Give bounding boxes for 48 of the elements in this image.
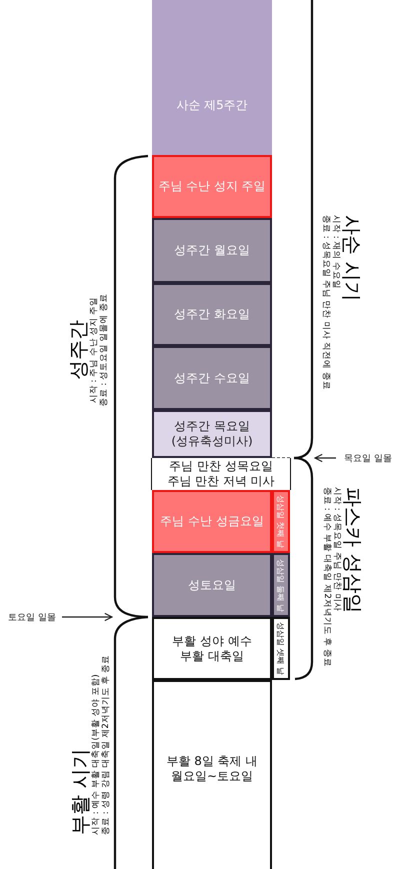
day-box (152, 458, 290, 490)
time-label: 목요일 일몰 (344, 452, 392, 464)
day-label: 부활 8일 축제 내 월요일~토요일 (165, 754, 259, 784)
day-label: 성삼일 셋째 날 (276, 622, 286, 676)
week-box (152, 218, 272, 283)
period-note: 시작 : 재의 수요일 (331, 215, 341, 289)
day-label: 주님 수난 성금요일 (159, 514, 265, 529)
week-box (152, 0, 272, 155)
week-box (152, 346, 272, 410)
day-label: 성주간 수요일 (173, 370, 251, 386)
period-note: 시작 : 예수 부활 대축일(부활 성야 포함) (91, 674, 101, 835)
day-label: 사순 제5주간 (175, 98, 249, 113)
week-box (152, 490, 272, 553)
day-label: 성삼일 첫째 날 (276, 494, 286, 548)
arrow (62, 612, 113, 622)
period-title: 부활 시기 (69, 748, 91, 835)
day-box (152, 680, 272, 869)
arrow (314, 454, 336, 462)
bracket (294, 0, 314, 460)
period-note: 종료 : 성령 강림 대축일 제2저녁기도 후 종료 (101, 654, 111, 835)
day-label: 부활 성야 예수 부활 대축일 (171, 634, 253, 664)
week-box (152, 155, 272, 218)
triduum-day-box (272, 553, 290, 617)
period-title: 사순 시기 (341, 215, 363, 302)
period-title: 성주간 (67, 320, 89, 380)
bracket (114, 616, 148, 869)
period-note: 시작 : 성목요일 주님 만찬 미사 (332, 487, 342, 612)
day-label: 주님 수난 성지 주일 (157, 179, 267, 194)
day-label: 성주간 화요일 (173, 307, 251, 322)
period-note: 종료 : 예수 부활 대축일 제2저녁기도 후 종료 (322, 487, 332, 668)
week-box (152, 553, 272, 617)
time-label: 토요일 일몰 (8, 612, 56, 624)
triduum-day-box (272, 617, 290, 680)
bracket (114, 154, 148, 618)
week-box (152, 283, 272, 346)
day-label: 성주간 목요일 (성유축성미사) (170, 419, 254, 449)
day-label: 성삼일 둘째 날 (276, 558, 286, 612)
period-note: 종료 : 성목요일 주님 만찬 미사 직전에 종료 (321, 215, 331, 390)
week-box (152, 410, 272, 458)
bracket (294, 456, 314, 680)
period-title: 파스카 성삼일 (342, 487, 364, 614)
day-label: 성주간 월요일 (173, 243, 251, 258)
day-box (152, 617, 272, 680)
triduum-day-box (272, 490, 290, 553)
period-note: 시작 : 주님 수난 성지 주일 (89, 296, 99, 404)
day-label: 주님 만찬 성목요일 주님 만찬 저녁 미사 (166, 459, 276, 489)
period-note: 종료 : 성토요일 일몰에 종료 (99, 294, 109, 406)
day-label: 성토요일 (187, 578, 237, 592)
